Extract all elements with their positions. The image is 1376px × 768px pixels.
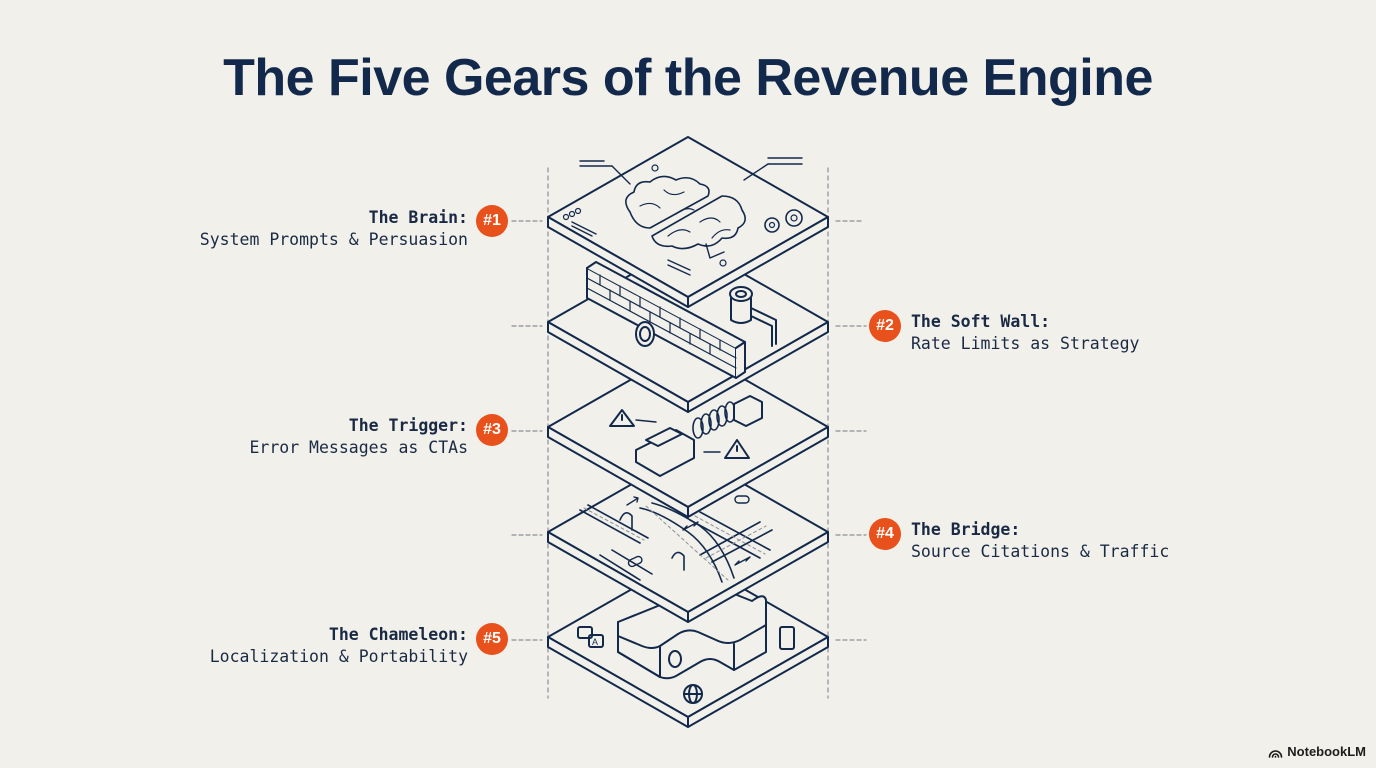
small-gear-icon-2 bbox=[719, 259, 727, 267]
gear-4-label: The Bridge: Source Citations & Traffic bbox=[911, 519, 1251, 563]
gear-4-badge: #4 bbox=[869, 518, 901, 550]
brand-name: NotebookLM bbox=[1287, 744, 1366, 759]
layer-5-chameleon: A bbox=[547, 556, 829, 728]
spring-icon bbox=[692, 401, 736, 439]
layer-4-bridge bbox=[547, 451, 829, 623]
gear-1-subtitle: System Prompts & Persuasion bbox=[199, 230, 468, 249]
link-icon-2 bbox=[627, 555, 643, 568]
gear-4-subtitle: Source Citations & Traffic bbox=[911, 542, 1170, 561]
gear-5-label: The Chameleon: Localization & Portabilit… bbox=[128, 624, 468, 668]
gear-2-label: The Soft Wall: Rate Limits as Strategy bbox=[911, 311, 1251, 355]
valve-icon bbox=[635, 321, 655, 347]
gear-3-subtitle: Error Messages as CTAs bbox=[249, 438, 468, 457]
small-gear-icon bbox=[651, 164, 659, 172]
connector-lines bbox=[511, 220, 867, 641]
notebooklm-logo-icon bbox=[1268, 749, 1283, 758]
gear-3-label: The Trigger: Error Messages as CTAs bbox=[128, 415, 468, 459]
warning-icon-2 bbox=[724, 439, 750, 459]
pipe-icon bbox=[729, 286, 777, 347]
gear-icon bbox=[764, 209, 803, 233]
link-icon bbox=[734, 495, 750, 504]
layer-1-brain bbox=[547, 136, 829, 308]
globe-icon bbox=[683, 684, 703, 704]
layer-2-soft-wall bbox=[547, 241, 829, 413]
brick-wall bbox=[586, 261, 746, 379]
gear-2-subtitle: Rate Limits as Strategy bbox=[911, 334, 1140, 353]
gear-2-title: The Soft Wall: bbox=[911, 312, 1051, 331]
warning-icon bbox=[609, 409, 635, 427]
translate-icon: A bbox=[577, 626, 604, 648]
gear-1-title: The Brain: bbox=[368, 208, 468, 227]
gear-5-subtitle: Localization & Portability bbox=[209, 647, 468, 666]
layer-3-trigger bbox=[547, 346, 829, 518]
gear-5-badge: #5 bbox=[476, 623, 508, 655]
phone-icon bbox=[779, 626, 795, 650]
gear-5-title: The Chameleon: bbox=[328, 625, 468, 644]
brand-watermark: NotebookLM bbox=[1268, 744, 1366, 759]
page-title: The Five Gears of the Revenue Engine bbox=[223, 49, 1153, 107]
gear-3-badge: #3 bbox=[476, 414, 508, 446]
brain-icon bbox=[625, 175, 746, 250]
gear-1-badge: #1 bbox=[476, 205, 508, 237]
gear-3-title: The Trigger: bbox=[348, 416, 468, 435]
gear-1-label: The Brain: System Prompts & Persuasion bbox=[128, 207, 468, 251]
svg-text:A: A bbox=[592, 637, 598, 647]
gear-2-badge: #2 bbox=[869, 310, 901, 342]
gear-4-title: The Bridge: bbox=[911, 520, 1021, 539]
